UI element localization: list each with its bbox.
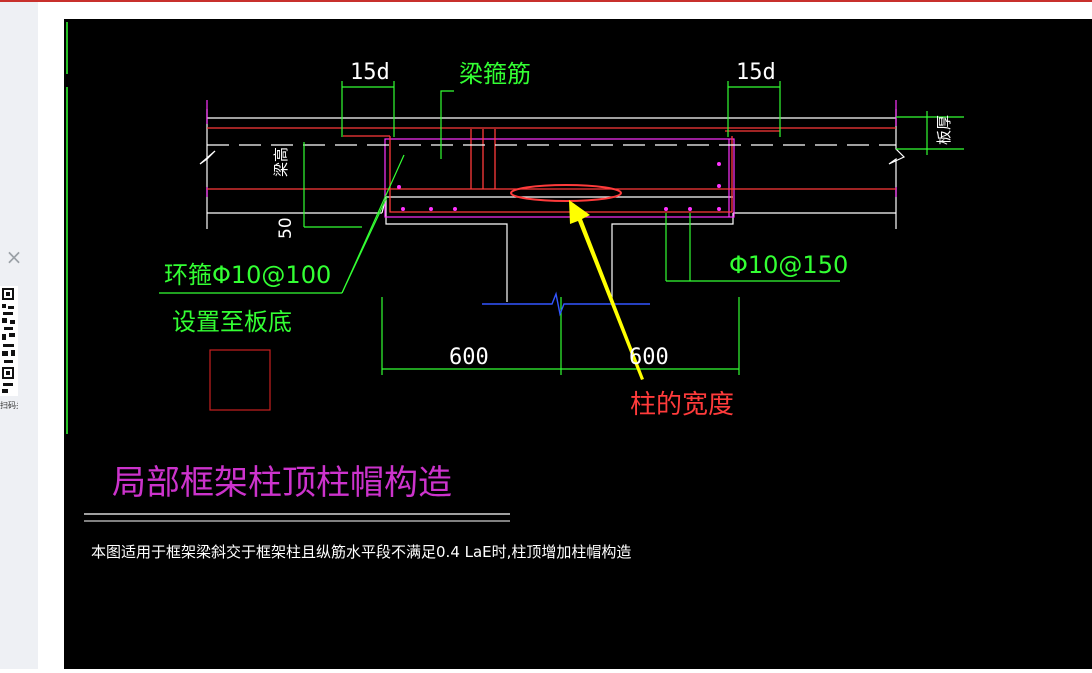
column-section-square — [209, 349, 271, 411]
annotation-arrow — [569, 200, 644, 380]
cad-drawing-canvas: 15d 15d 梁箍筋 梁高 板厚 50 环箍Φ10@100 设置至板底 Φ10… — [64, 19, 1092, 669]
annotation-column-width: 柱的宽度 — [630, 390, 734, 420]
dimension-lines — [159, 81, 964, 375]
label-stirrup-right: Φ10@150 — [729, 251, 848, 279]
label-set-to-slab-bottom: 设置至板底 — [172, 308, 292, 336]
drawing-note: 本图适用于框架梁斜交于框架柱且纵筋水平段不满足0.4 LaE时,柱顶增加柱帽构造 — [91, 543, 631, 561]
label-beam-height: 梁高 — [272, 147, 290, 177]
slab-edges — [206, 100, 897, 218]
rebar-dots — [397, 162, 721, 211]
dim-600-left: 600 — [449, 345, 489, 370]
label-slab-thickness: 板厚 — [935, 115, 953, 145]
dim-15d-right: 15d — [736, 60, 776, 85]
longitudinal-rebars — [207, 127, 896, 213]
close-icon[interactable]: × — [5, 245, 23, 269]
top-accent-line — [0, 0, 1092, 2]
qr-caption: 扫码关注 — [0, 401, 18, 410]
side-panel: × 扫码关注 — [0, 2, 38, 669]
dim-15d-left: 15d — [350, 60, 390, 85]
label-hoop-stirrup: 环箍Φ10@100 — [164, 261, 331, 289]
beam-outline — [207, 117, 896, 302]
break-line-right — [888, 109, 906, 229]
dim-600-right: 600 — [629, 345, 669, 370]
column-break-line — [482, 291, 650, 317]
label-beam-stirrup: 梁箍筋 — [459, 60, 531, 88]
dim-50: 50 — [276, 217, 296, 239]
column-width-ellipse — [510, 184, 622, 202]
drawing-title: 局部框架柱顶柱帽构造 — [112, 463, 452, 503]
qr-code-image — [0, 286, 18, 396]
break-line-left — [199, 109, 216, 229]
